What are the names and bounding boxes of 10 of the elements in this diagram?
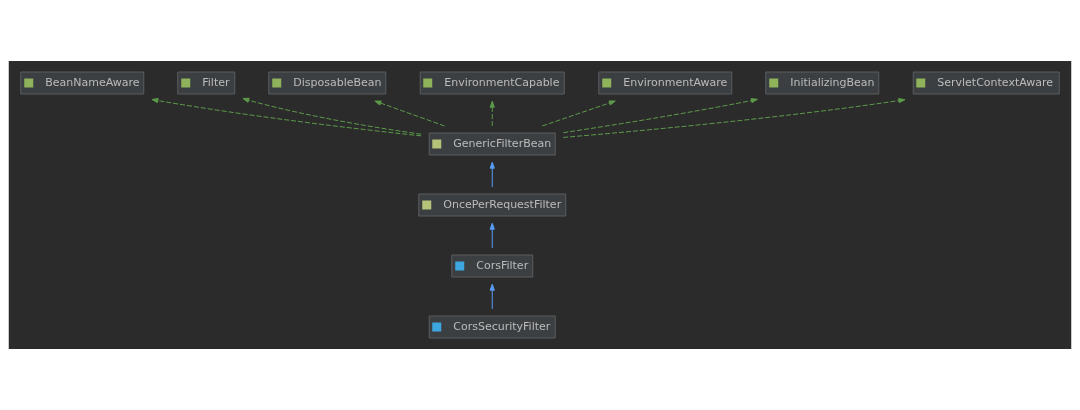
arrow	[151, 98, 422, 137]
arrow	[541, 100, 616, 127]
arrow	[489, 100, 495, 127]
arrow	[562, 98, 906, 138]
arrow	[374, 100, 446, 127]
arrow	[489, 283, 495, 310]
arrow	[242, 97, 422, 135]
arrow	[489, 161, 495, 188]
arrow	[489, 222, 495, 249]
arrow	[562, 98, 758, 134]
